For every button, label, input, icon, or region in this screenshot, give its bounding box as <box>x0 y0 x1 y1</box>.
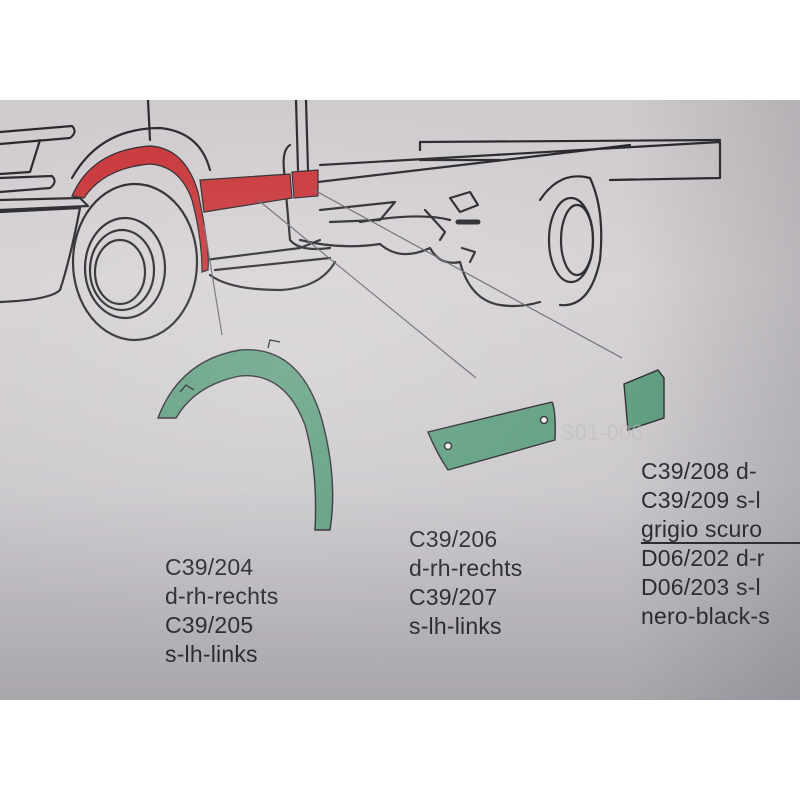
wheel-arch-part-label: C39/204 d-rh-rechts C39/205 s-lh-links <box>165 553 278 669</box>
svg-text:S01-006: S01-006 <box>560 420 643 445</box>
wheel-arch-trim-part <box>156 349 334 531</box>
rear-tire <box>538 175 603 307</box>
part-number: D06/202 d-r <box>641 545 765 571</box>
sill-panel-part-label: C39/206 d-rh-rechts C39/207 s-lh-links <box>409 525 522 641</box>
red-sill-panel <box>199 173 293 213</box>
end-cap-trim-part <box>623 369 665 431</box>
catalog-photo: S01-006 C39/204 d-rh-rechts C39/205 s-lh… <box>0 100 800 700</box>
end-cap-part-label: C39/208 d- C39/209 s-l grigio scuro D06/… <box>641 457 800 631</box>
part-number: C39/204 <box>165 554 254 580</box>
red-wheel-arch <box>71 145 209 273</box>
part-number: C39/209 s-l <box>641 487 761 513</box>
leader-sill <box>257 199 477 379</box>
side-label: s-lh-links <box>409 613 502 639</box>
leader-endcap <box>313 189 623 359</box>
color-label: nero-black-s <box>641 603 770 629</box>
grille-line <box>0 124 76 146</box>
color-label: grigio scuro <box>641 515 800 544</box>
side-label: d-rh-rechts <box>165 583 279 609</box>
red-end-cap <box>291 169 319 199</box>
truck-diagram: S01-006 <box>0 100 722 531</box>
side-label: d-rh-rechts <box>409 555 523 581</box>
part-number: C39/206 <box>409 526 498 552</box>
side-label: s-lh-links <box>165 641 258 667</box>
part-number: D06/203 s-l <box>641 574 761 600</box>
leader-arch <box>203 224 223 336</box>
part-number: C39/208 d- <box>641 458 757 484</box>
front-tire <box>71 182 199 342</box>
sill-panel-trim-part <box>427 401 556 471</box>
part-number: C39/207 <box>409 584 498 610</box>
part-number: C39/205 <box>165 612 254 638</box>
